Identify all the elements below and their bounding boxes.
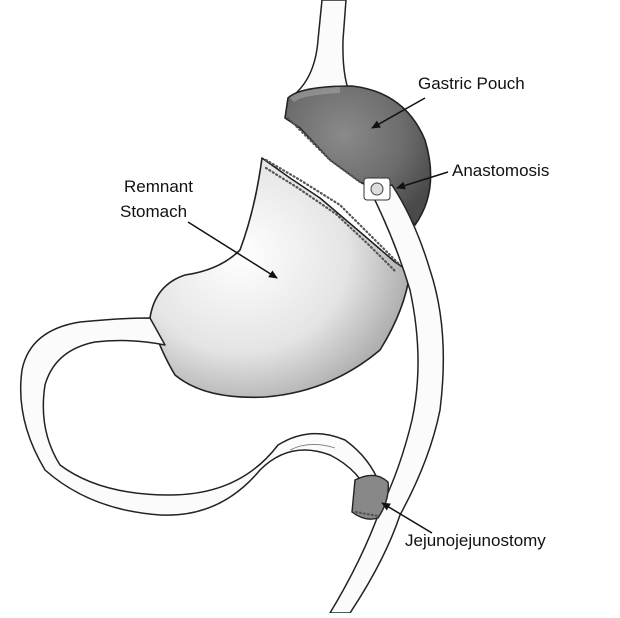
esophagus xyxy=(290,0,352,98)
jejunojejunostomy-label: Jejunojejunostomy xyxy=(405,531,546,550)
anastomosis-site xyxy=(364,178,390,200)
remnant-label-line1: Remnant xyxy=(124,177,193,196)
gastric-pouch-label: Gastric Pouch xyxy=(418,74,525,93)
label-jejunojejunostomy: Jejunojejunostomy xyxy=(382,503,546,550)
anastomosis-label: Anastomosis xyxy=(452,161,549,180)
remnant-label-line2: Stomach xyxy=(120,202,187,221)
